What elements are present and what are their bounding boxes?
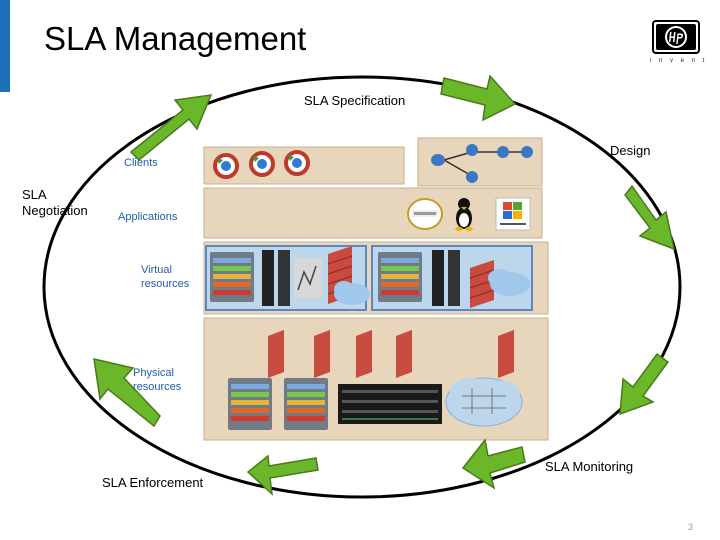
blade-chassis-icon — [338, 384, 442, 424]
storage-icon — [228, 378, 272, 430]
virtual-pool-left — [205, 245, 370, 311]
client-icon — [213, 153, 239, 179]
client-icon — [249, 151, 275, 177]
storage-icon — [378, 252, 422, 302]
arrow-bottom-right — [461, 438, 526, 490]
cloud-icon — [334, 281, 370, 305]
hp-logo-icon — [652, 20, 700, 54]
storage-icon — [284, 378, 328, 430]
arrow-bottom-left — [246, 454, 319, 496]
server-rack-icon — [432, 250, 460, 306]
arrow-top-right — [440, 74, 517, 122]
arrow-left-lower — [93, 358, 161, 428]
sla-monitoring-label: SLA Monitoring — [545, 459, 634, 474]
physical-resources-label: Physical resources — [133, 367, 182, 393]
page-title: SLA Management — [44, 20, 307, 57]
cycle-arrows — [93, 74, 676, 496]
windows-logo-icon — [495, 197, 531, 231]
hp-tagline: i n v e n t — [650, 58, 708, 64]
firewall-icon — [314, 330, 330, 378]
sla-enforcement-label: SLA Enforcement — [102, 475, 204, 490]
sla-negotiation-label: SLA Negotiation — [22, 187, 88, 218]
firewall-icon — [268, 330, 284, 378]
sla-specification-label: SLA Specification — [304, 93, 406, 108]
firewall-icon — [498, 330, 514, 378]
physical-resources-group — [228, 330, 523, 430]
clients-layer-label: Clients — [124, 157, 158, 169]
arrow-right-upper — [624, 184, 676, 251]
client-icons — [213, 150, 310, 179]
design-label: Design — [610, 143, 651, 158]
applications-layer-panel — [203, 187, 543, 239]
applications-layer-label: Applications — [118, 211, 178, 223]
oracle-logo-icon — [407, 198, 443, 230]
server-rack-icon — [262, 250, 290, 306]
virtual-pool-right — [371, 245, 533, 311]
virtual-resources-label: Virtual resources — [141, 264, 190, 290]
design-graph-icon — [431, 144, 533, 183]
arrow-right-lower — [619, 352, 670, 416]
cycle-ring — [42, 75, 682, 499]
cloud-icon — [488, 269, 530, 296]
linux-penguin-icon — [455, 198, 473, 231]
network-map-icon — [294, 258, 322, 298]
arrow-top-left — [129, 94, 213, 162]
firewall-icon — [356, 330, 372, 378]
network-cloud-icon — [445, 377, 523, 427]
firewall-icon — [469, 260, 495, 308]
storage-icon — [210, 252, 254, 302]
page-number: 3 — [688, 522, 694, 532]
firewall-icon — [396, 330, 412, 378]
left-accent-bar — [0, 0, 10, 92]
client-icon — [284, 150, 310, 176]
